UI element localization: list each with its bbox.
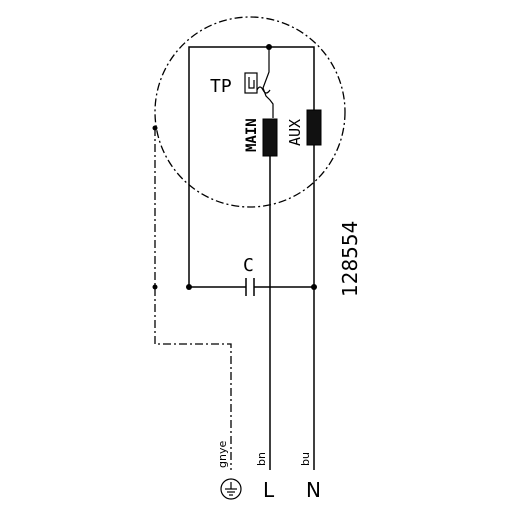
junction-dot <box>186 284 192 290</box>
earth-wire-color-label: gnye <box>216 441 229 468</box>
neutral-terminal-label: N <box>306 478 321 502</box>
internal-frame <box>188 46 315 287</box>
main-winding-coil <box>262 118 278 157</box>
capacitor-label: C <box>243 255 254 276</box>
thermal-protector-label: TP <box>210 76 232 97</box>
main-winding-label: MAIN <box>244 118 260 152</box>
motor-housing-outline <box>154 16 346 208</box>
aux-winding-label: AUX <box>286 119 304 146</box>
neutral-wire-color-label: bu <box>299 452 312 466</box>
earth-junction-dot <box>152 284 158 290</box>
protective-earth-icon <box>220 478 242 500</box>
line-wire-color-label: bn <box>255 452 268 466</box>
earth-lead <box>154 128 232 470</box>
drawing-number: 128554 <box>338 221 362 297</box>
thermal-protector-icon <box>244 72 271 94</box>
aux-winding-coil <box>306 109 322 146</box>
line-terminal-label: L <box>263 478 275 502</box>
thermal-protector-lead <box>262 47 274 118</box>
